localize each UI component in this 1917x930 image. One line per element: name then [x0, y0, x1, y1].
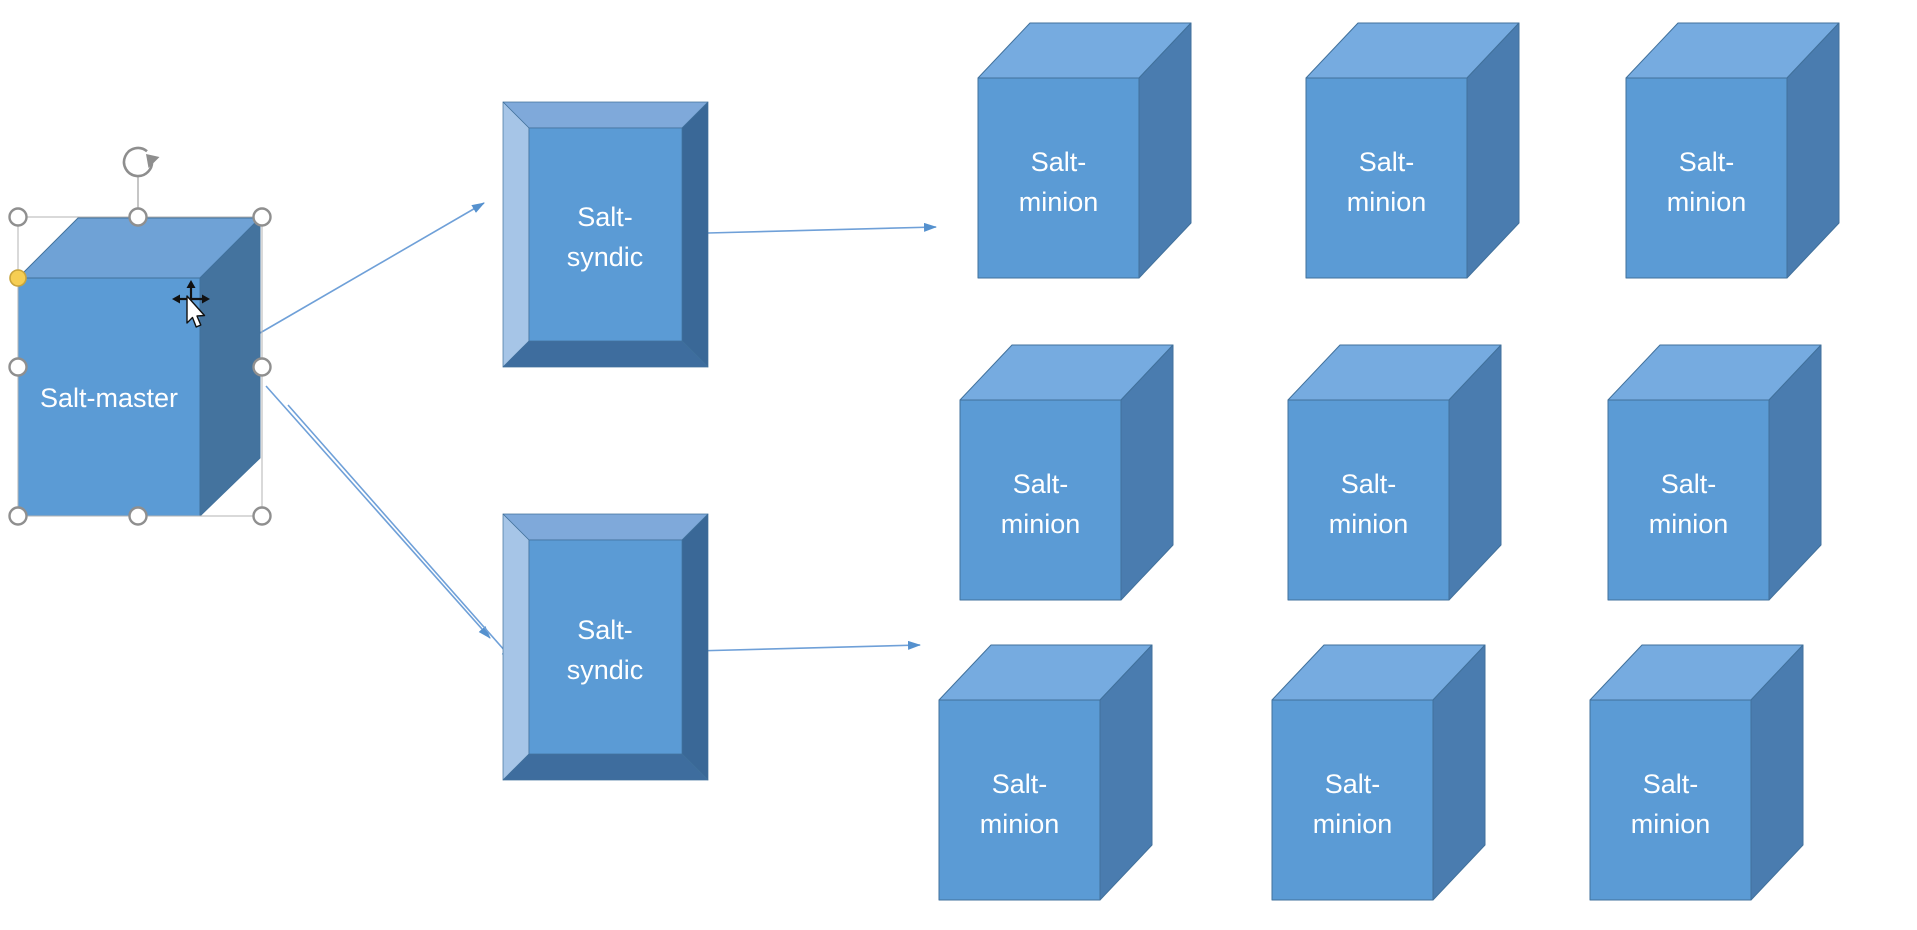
salt-minion-node-r1c1[interactable]: Salt- minion [977, 22, 1192, 279]
cube-front-face [1271, 699, 1434, 901]
adjust-handle[interactable] [9, 269, 27, 287]
minion-label-line2: minion [1329, 509, 1409, 539]
minion-label-line1: Salt- [1359, 147, 1415, 177]
bevel-bottom-face [502, 753, 709, 781]
bevel-bottom-face [502, 340, 709, 368]
bevel-left-face [502, 513, 530, 781]
cube-front-face [1625, 77, 1788, 279]
mouse-pointer-icon [186, 295, 206, 328]
bevel-center-face [528, 539, 683, 755]
connector-master-to-syndic-1[interactable] [259, 202, 485, 334]
cube-front-face [1589, 699, 1752, 901]
syndic-label-line1: Salt- [577, 202, 633, 232]
move-cursor [172, 280, 210, 328]
cube-front-face [938, 699, 1101, 901]
connector-master-to-syndic-2-double[interactable] [265, 385, 514, 661]
resize-handle-s[interactable] [128, 506, 148, 526]
salt-syndic-2-node[interactable]: Salt- syndic [502, 513, 709, 781]
resize-handle-n[interactable] [128, 207, 148, 227]
cube-front-face [1305, 77, 1468, 279]
rotate-arrowhead-icon [146, 154, 160, 168]
minion-label-line2: minion [1001, 509, 1081, 539]
resize-handle-sw[interactable] [8, 506, 28, 526]
bevel-top-face [502, 101, 709, 129]
minion-label-line1: Salt- [1643, 769, 1699, 799]
connector-syndic-2-to-minions[interactable] [693, 640, 921, 652]
minion-label-line2: minion [980, 809, 1060, 839]
minion-label-line2: minion [1667, 187, 1747, 217]
cube-front-face [1607, 399, 1770, 601]
resize-handle-se[interactable] [252, 506, 272, 526]
cube-front-face [1287, 399, 1450, 601]
resize-handle-w[interactable] [8, 357, 28, 377]
syndic-label-line2: syndic [567, 242, 644, 272]
master-label: Salt-master [40, 383, 178, 413]
minion-label-line1: Salt- [1661, 469, 1717, 499]
minion-label-line2: minion [1019, 187, 1099, 217]
minion-label-line2: minion [1631, 809, 1711, 839]
selection-overlay [8, 146, 272, 526]
bevel-top-face [502, 513, 709, 541]
salt-master-node[interactable]: Salt-master [17, 217, 261, 517]
minion-label-line2: minion [1347, 187, 1427, 217]
minion-label-line2: minion [1649, 509, 1729, 539]
minion-label-line2: minion [1313, 809, 1393, 839]
resize-handle-nw[interactable] [8, 207, 28, 227]
salt-minion-node-r1c3[interactable]: Salt- minion [1625, 22, 1840, 279]
bevel-right-face [681, 513, 709, 781]
minion-label-line1: Salt- [992, 769, 1048, 799]
syndic-label-line1: Salt- [577, 615, 633, 645]
syndic-label-line2: syndic [567, 655, 644, 685]
bevel-right-face [681, 101, 709, 368]
minion-label-line1: Salt- [1031, 147, 1087, 177]
bevel-left-face [502, 101, 530, 368]
minion-label-line1: Salt- [1013, 469, 1069, 499]
minion-label-line1: Salt- [1341, 469, 1397, 499]
salt-minion-node-r3c3[interactable]: Salt- minion [1589, 644, 1804, 901]
cube-front-face [977, 77, 1140, 279]
connector-syndic-1-to-minions[interactable] [707, 222, 937, 234]
resize-handle-ne[interactable] [252, 207, 272, 227]
salt-minion-node-r3c1[interactable]: Salt- minion [938, 644, 1153, 901]
salt-syndic-1-node[interactable]: Salt- syndic [502, 101, 709, 368]
salt-minion-node-r3c2[interactable]: Salt- minion [1271, 644, 1486, 901]
salt-minion-node-r1c2[interactable]: Salt- minion [1305, 22, 1520, 279]
bevel-center-face [528, 127, 683, 342]
rotate-handle[interactable] [122, 146, 160, 178]
salt-minion-node-r2c2[interactable]: Salt- minion [1287, 344, 1502, 601]
salt-minion-node-r2c3[interactable]: Salt- minion [1607, 344, 1822, 601]
resize-handle-e[interactable] [252, 357, 272, 377]
minion-label-line1: Salt- [1679, 147, 1735, 177]
minion-label-line1: Salt- [1325, 769, 1381, 799]
cube-front-face [959, 399, 1122, 601]
salt-minion-node-r2c1[interactable]: Salt- minion [959, 344, 1174, 601]
